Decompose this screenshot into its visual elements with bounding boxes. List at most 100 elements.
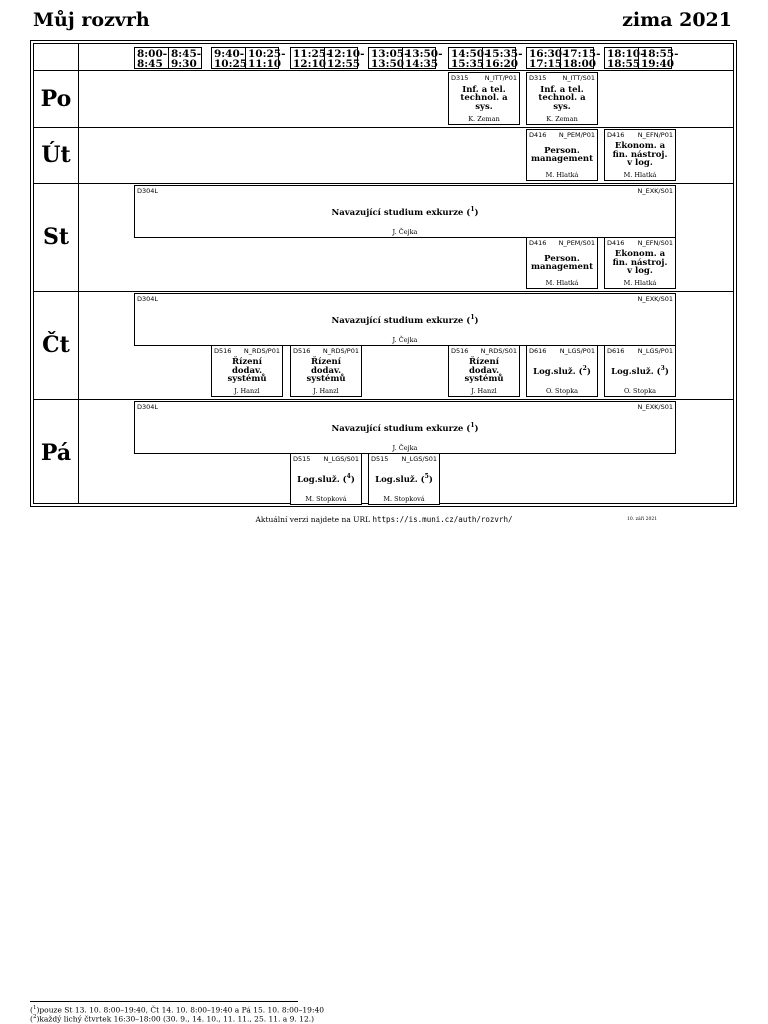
course-header: D416 N_EFN/P01 (605, 130, 675, 139)
course-title: Log.služ. (3) (611, 365, 669, 378)
course-title: Navazující studium exkurze (1) (331, 421, 479, 434)
course-teacher: O. Stopka (545, 387, 579, 395)
timeslot-label: 13:05-13:50 (371, 48, 409, 70)
course-room: D304L (137, 187, 159, 195)
course-teacher: J. Hanzl (313, 387, 339, 395)
course-code: N_RDS/P01 (322, 347, 359, 355)
course-title: Inf. a tel.technol. a sys. (538, 84, 586, 112)
course-room: D516 (293, 347, 311, 355)
footer-date: 10. září 2021 (627, 517, 658, 522)
course-room: D304L (137, 295, 159, 303)
course-title: Log.služ. (5) (375, 473, 433, 486)
course-code: N_EFN/S01 (637, 239, 673, 247)
timeslot-label: 8:45-9:30 (168, 48, 201, 69)
course-code: N_RDS/S01 (480, 347, 517, 355)
course-code: N_LGS/S01 (401, 455, 437, 463)
course-code: N_RDS/P01 (243, 347, 280, 355)
footer-url-link[interactable]: https://is.muni.cz/auth/rozvrh/ (372, 515, 513, 524)
course-header: D516 N_RDS/P01 (291, 346, 361, 355)
footer-url-prefix: Aktuální verzi najdete na URL (255, 515, 373, 524)
course-teacher: J. Hanzl (234, 387, 260, 395)
page-title: Můj rozvrh (33, 9, 150, 31)
course-code: N_ITT/S01 (562, 74, 595, 82)
course-room: D315 (529, 74, 547, 82)
course-teacher: J. Čejka (392, 444, 418, 452)
footnote-divider (30, 1001, 298, 1002)
course-teacher: M. Hlatká (623, 279, 657, 287)
timeslot-label: 14:50-15:35 (451, 48, 489, 70)
course-title: Navazující studium exkurze (1) (331, 313, 479, 326)
footnote-1: (1)pouze St 13. 10. 8:00–19:40, Čt 14. 1… (30, 1005, 325, 1015)
day-label-4: Pá (40, 440, 72, 466)
course-code: N_EXK/S01 (637, 295, 673, 303)
course-room: D515 (371, 455, 389, 463)
course-title: Log.služ. (2) (533, 365, 591, 378)
day-label-3: Čt (42, 332, 70, 358)
timeslot-label: 8:00-8:45 (137, 48, 168, 70)
row-divider (34, 183, 733, 184)
course-room: D616 (607, 347, 625, 355)
timeslot-label: 13:50-14:35 (402, 48, 442, 69)
timeslot-label: 15:35-16:20 (482, 48, 522, 69)
day-label-0: Po (40, 85, 72, 112)
course-header: D416 N_PEM/P01 (527, 130, 597, 139)
course-code: N_EFN/P01 (637, 131, 673, 139)
row-divider (34, 291, 733, 292)
course-title: Inf. a tel.technol. a sys. (460, 84, 508, 112)
day-label-1: Út (41, 142, 71, 168)
timeslot-label: 18:10-18:55 (607, 48, 645, 70)
course-header: D304L N_EXK/S01 (135, 294, 675, 303)
footnote-2: (2)každý lichý čtvrtek 16:30–18:00 (30. … (30, 1014, 315, 1024)
course-code: N_EXK/S01 (637, 403, 673, 411)
timeslot-label: 10:25-11:10 (245, 48, 285, 69)
row-divider (34, 127, 733, 128)
course-teacher: M. Stopková (305, 495, 347, 503)
course-teacher: J. Hanzl (471, 387, 497, 395)
course-code: N_PEM/P01 (558, 131, 595, 139)
timeslot-label: 11:25-12:10 (293, 48, 331, 70)
course-room: D416 (607, 131, 625, 139)
course-title: Person.management (530, 145, 594, 164)
footer-url-note: Aktuální verzi najdete na URL https://is… (0, 515, 768, 524)
timeslot-label: 17:15-18:00 (560, 48, 600, 69)
timeslot-label: 12:10-12:55 (324, 48, 364, 69)
course-code: N_LGS/P01 (559, 347, 595, 355)
course-teacher: K. Zeman (546, 115, 578, 123)
course-room: D416 (529, 131, 547, 139)
course-code: N_ITT/P01 (484, 74, 517, 82)
